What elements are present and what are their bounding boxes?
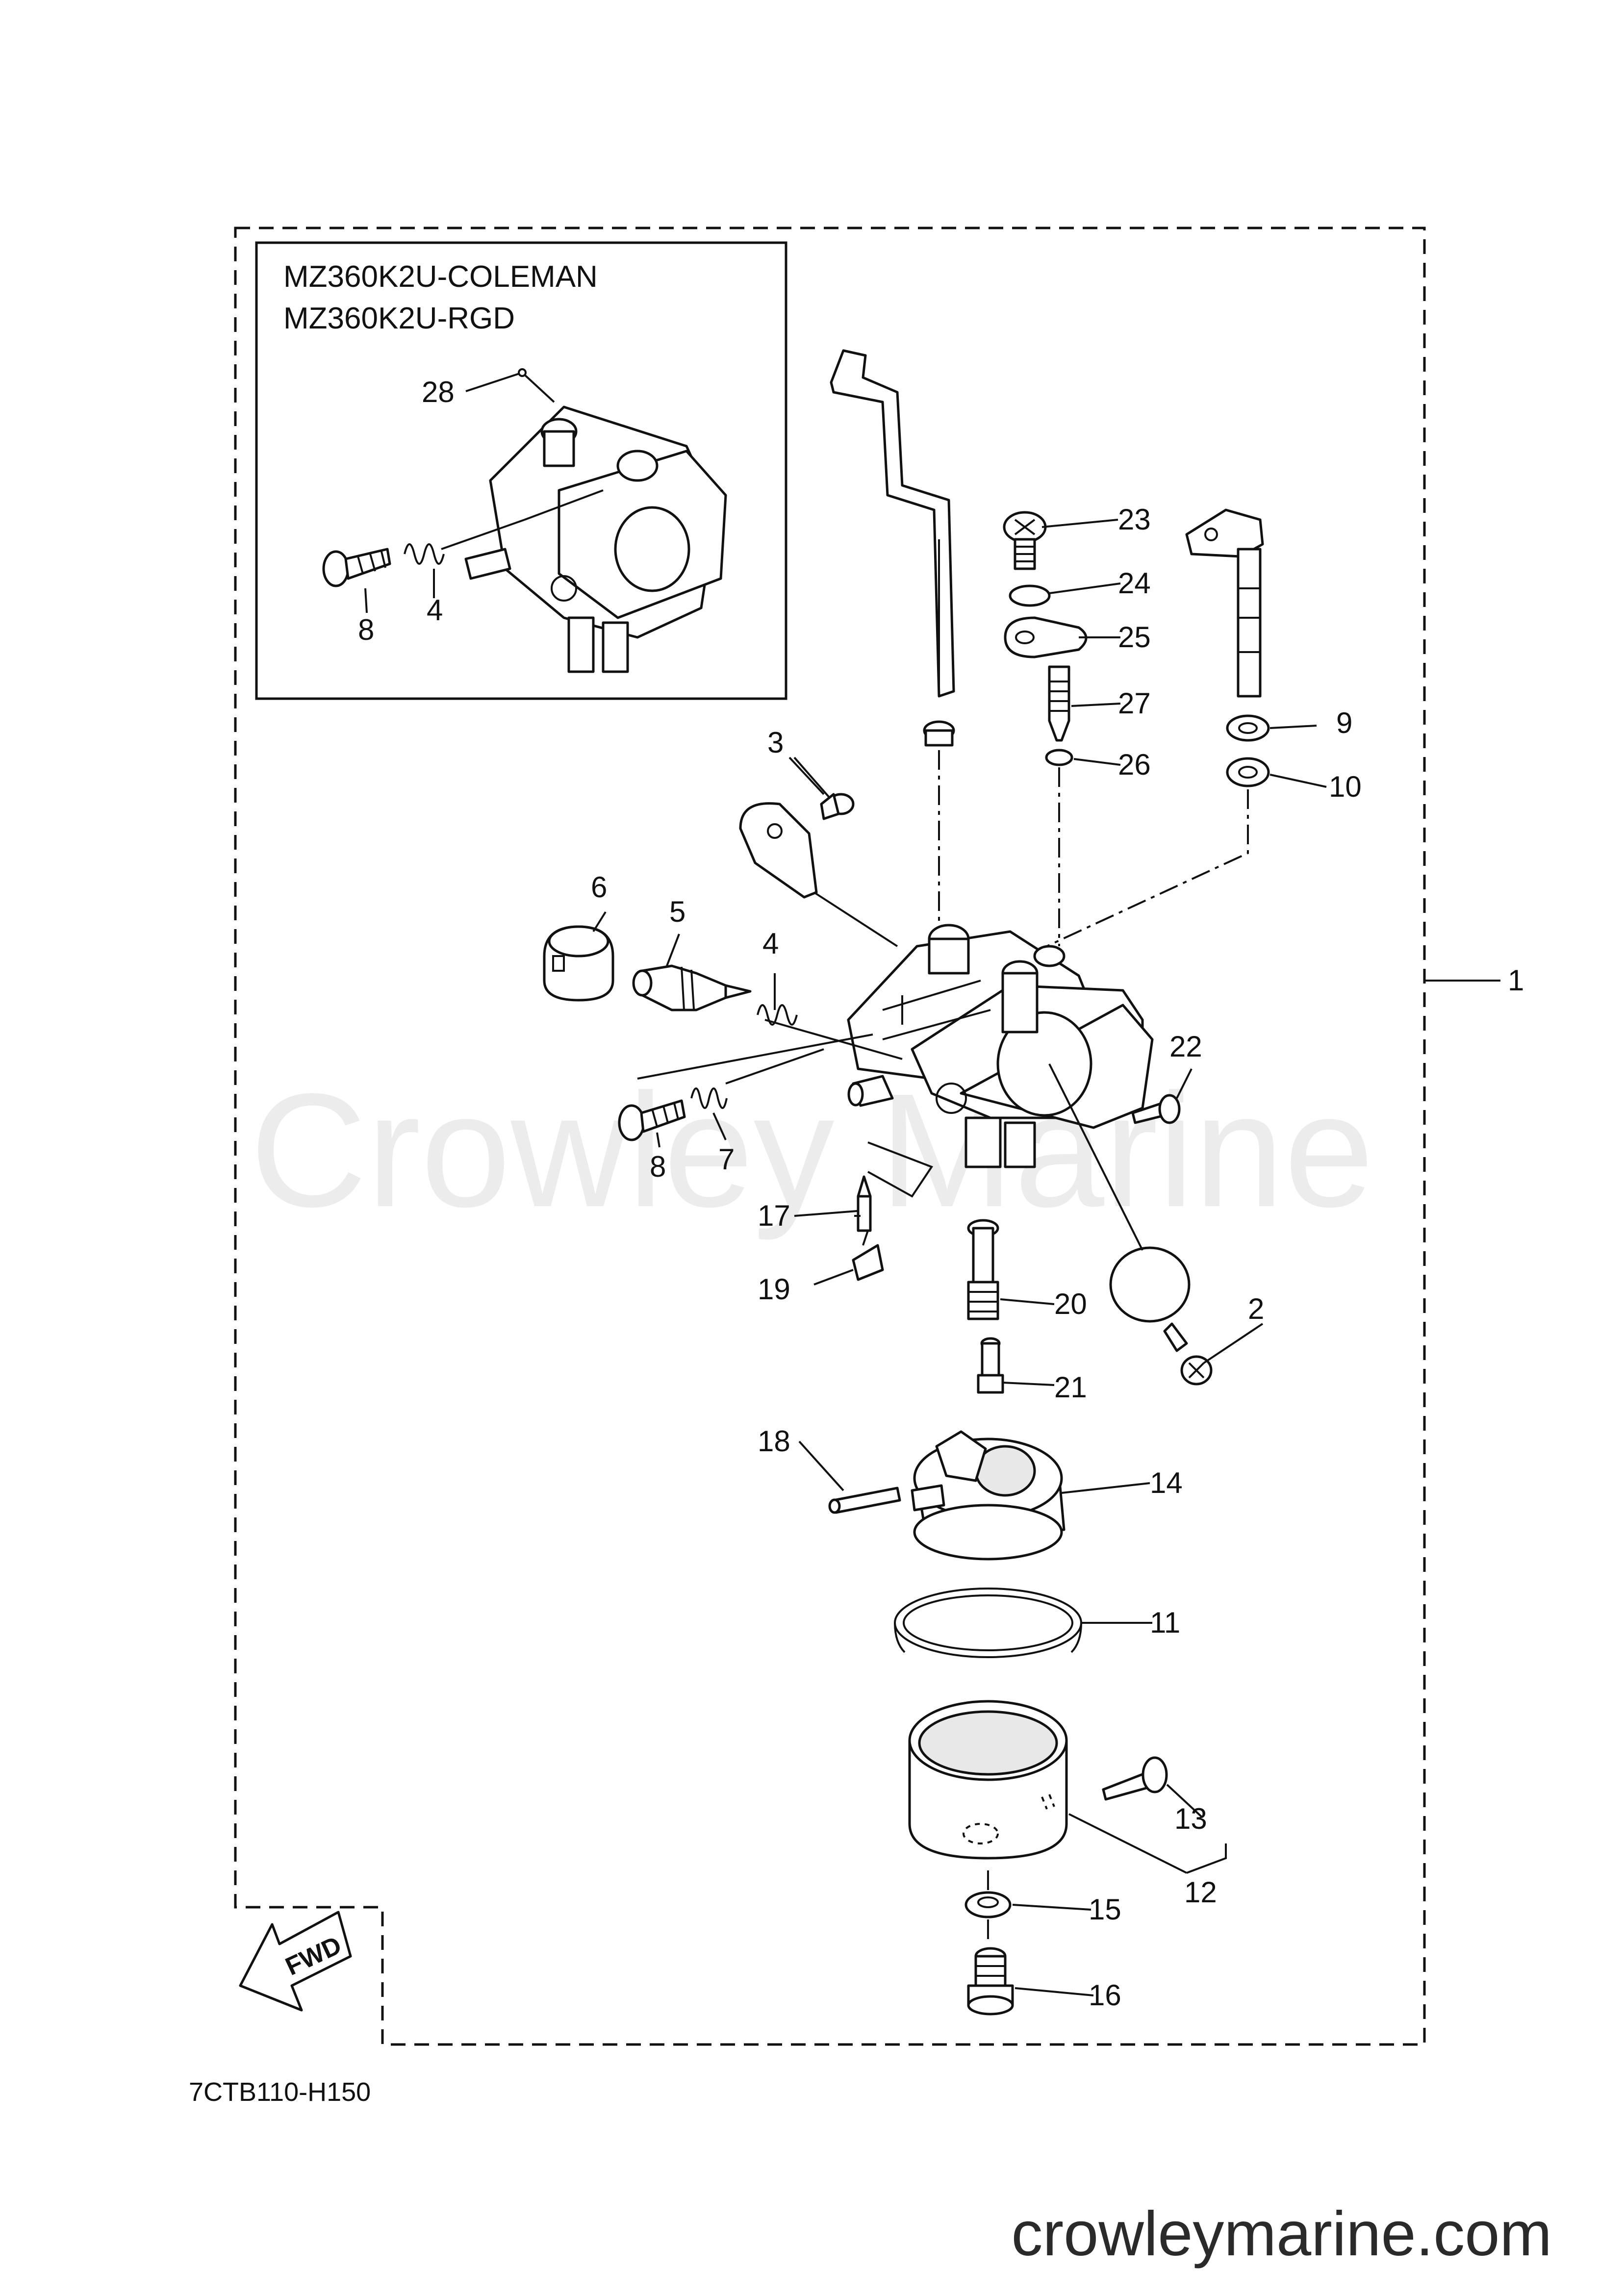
callout-8: 8 xyxy=(650,1150,666,1183)
part-7-spring xyxy=(690,1087,728,1109)
callout-20: 20 xyxy=(1054,1287,1087,1320)
inset-leaders xyxy=(364,519,525,613)
callout-11: 11 xyxy=(1150,1606,1180,1639)
leader-lines xyxy=(592,519,1500,1996)
callout-3: 3 xyxy=(767,726,784,759)
callout-4: 4 xyxy=(762,927,779,960)
part-20-emulsion-tube xyxy=(967,1219,999,1320)
website-footer: crowleymarine.com xyxy=(1012,2199,1552,2269)
part-18-pin xyxy=(828,1487,901,1514)
callout-23: 23 xyxy=(1118,503,1151,536)
callout-6: 6 xyxy=(591,871,607,904)
part-22-screw xyxy=(1131,1094,1181,1124)
part-26-oring xyxy=(1045,749,1073,766)
part-21-main-jet xyxy=(977,1337,1004,1394)
callout-13: 13 xyxy=(1174,1802,1207,1835)
part-10-seal xyxy=(1226,757,1270,787)
screw-top-rod xyxy=(923,720,955,747)
callout-1: 1 xyxy=(1508,964,1524,997)
inset-screw-8 xyxy=(322,548,391,587)
callout-14: 14 xyxy=(1150,1466,1183,1499)
callout-9: 9 xyxy=(1336,706,1352,739)
callout-16: 16 xyxy=(1089,1979,1121,2012)
part-8-screw xyxy=(618,1099,686,1141)
part-2-cover xyxy=(1109,1246,1191,1323)
part-17-needle-valve xyxy=(857,1175,872,1232)
fwd-arrow-icon: FWD xyxy=(239,1911,352,2012)
callout-26: 26 xyxy=(1118,748,1151,781)
part-13-screw xyxy=(1102,1756,1168,1801)
callout-17: 17 xyxy=(758,1199,790,1232)
callout-18: 18 xyxy=(758,1425,790,1458)
part-19-clip xyxy=(852,1244,884,1281)
inset-spring-4 xyxy=(404,543,445,565)
part-11-gasket xyxy=(894,1588,1082,1658)
part-27-needle xyxy=(1048,665,1070,742)
part-23-screw xyxy=(1003,511,1047,570)
inset-callout-8: 8 xyxy=(358,613,374,646)
inset-callout-28: 28 xyxy=(422,376,455,408)
inset-title-line-1: MZ360K2U-COLEMAN xyxy=(283,260,598,294)
part-15-washer xyxy=(964,1891,1012,1918)
callout-5: 5 xyxy=(669,895,685,928)
callout-7: 7 xyxy=(718,1143,735,1176)
inset-leader-28 xyxy=(465,371,555,403)
part-5-pilot-screw xyxy=(632,964,752,1011)
assembly-boundary xyxy=(234,227,1426,2046)
part-3-plate xyxy=(739,802,818,899)
callout-15: 15 xyxy=(1089,1893,1121,1926)
callout-21: 21 xyxy=(1054,1371,1087,1404)
inset-box xyxy=(255,241,787,700)
part-16-drain-bolt xyxy=(967,1947,1014,2016)
drawing-code: 7CTB110-H150 xyxy=(189,2077,371,2107)
callout-10: 10 xyxy=(1329,770,1362,803)
callout-12: 12 xyxy=(1184,1876,1217,1909)
part-25-arm xyxy=(1004,616,1088,658)
inset-callout-4: 4 xyxy=(427,594,443,627)
part-2-screw xyxy=(1163,1322,1213,1386)
callout-2: 2 xyxy=(1248,1292,1264,1325)
callout-19: 19 xyxy=(758,1273,790,1306)
part-4-spring xyxy=(757,1004,798,1026)
part-12-float-bowl xyxy=(908,1700,1068,1860)
callout-25: 25 xyxy=(1118,621,1151,654)
carburetor-body xyxy=(847,924,1154,1168)
callout-22: 22 xyxy=(1169,1030,1202,1063)
link-rod xyxy=(830,349,955,698)
part-9-washer xyxy=(1226,714,1270,742)
callout-27: 27 xyxy=(1118,687,1151,720)
callout-24: 24 xyxy=(1118,567,1151,600)
part-3-screw xyxy=(820,793,855,820)
centerline-choke xyxy=(1015,789,1249,962)
inset-carburetor xyxy=(464,405,727,673)
part-6-cap xyxy=(543,925,614,1002)
choke-shaft xyxy=(1185,508,1264,698)
watermark-text: Crowley Marine xyxy=(250,1060,1374,1241)
part-24-washer xyxy=(1009,584,1051,607)
part-14-float xyxy=(911,1430,1066,1561)
inset-title-line-2: MZ360K2U-RGD xyxy=(283,302,515,335)
